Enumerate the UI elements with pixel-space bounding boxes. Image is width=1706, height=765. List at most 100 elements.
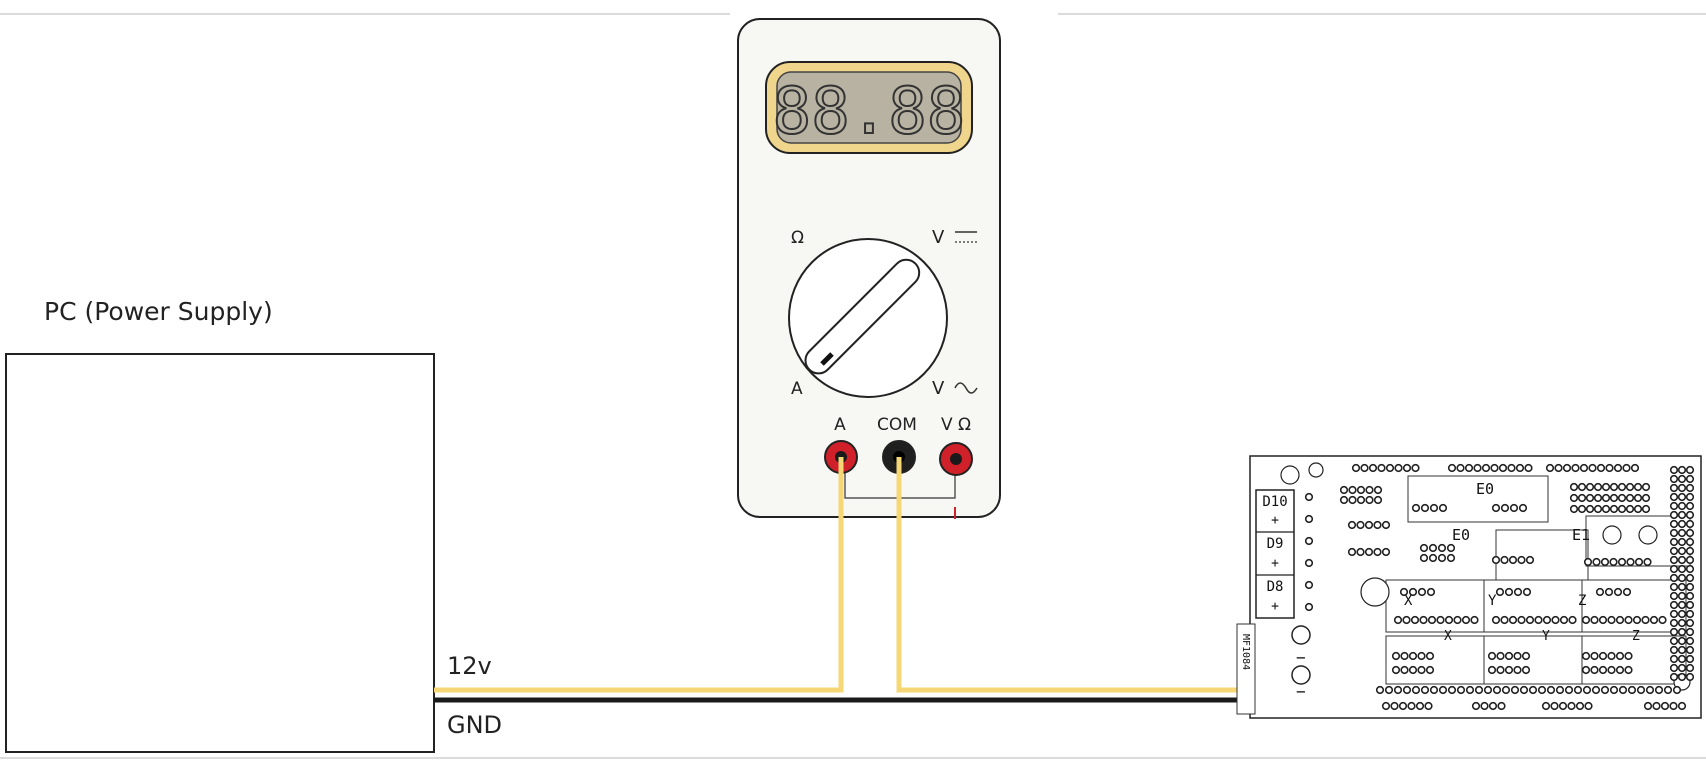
header-pin [1685, 546, 1695, 556]
header-pin [1677, 582, 1687, 592]
header-pin [1407, 701, 1416, 711]
header-pin [1618, 685, 1628, 695]
header-pin [1577, 482, 1587, 492]
dial-label-vac: V [932, 378, 945, 399]
header-pin [1446, 543, 1456, 553]
header-pin [1429, 685, 1439, 695]
header-pin [1385, 463, 1395, 473]
header-pin [1474, 685, 1484, 695]
header-pin [1410, 615, 1420, 625]
header-pin [1504, 665, 1514, 675]
header-pin [1669, 501, 1679, 511]
header-pin [1607, 665, 1616, 675]
header-pin [1447, 463, 1457, 473]
header-pin [1677, 564, 1687, 574]
header-pin [1685, 645, 1695, 655]
header-pin [1373, 485, 1383, 495]
header-pin [1615, 665, 1625, 675]
header-pin [1365, 495, 1374, 505]
header-pin [1677, 483, 1687, 493]
dial-knob[interactable] [800, 254, 924, 378]
header-pin [1373, 520, 1382, 530]
board-label-e1: E1 [1572, 526, 1590, 544]
header-pin [1633, 504, 1643, 514]
header-pin [1658, 615, 1667, 625]
capacitor [1360, 577, 1390, 607]
header-pin [1400, 651, 1409, 661]
header-pin [1415, 701, 1425, 711]
jack-label-vohm: V Ω [941, 415, 971, 435]
header-pin [1453, 615, 1462, 625]
header-pin [1596, 463, 1606, 473]
header-pin [1568, 615, 1577, 625]
jack-vohm[interactable] [939, 442, 973, 476]
header-pin [1304, 536, 1314, 546]
header-pin [1436, 615, 1445, 625]
wire-12v-label: 12v [447, 652, 492, 680]
header-pin [1402, 685, 1412, 695]
power-supply-box [5, 353, 435, 753]
header-pin [1427, 615, 1437, 625]
header-pin [1400, 665, 1409, 675]
header-pin [1569, 493, 1579, 503]
ac-symbol-icon [954, 382, 978, 394]
header-pin [1677, 627, 1687, 637]
board-label-z: Z [1578, 593, 1586, 609]
board-mount-hole-1 [1280, 465, 1300, 485]
board-label-y: Y [1488, 593, 1497, 609]
header-pin [1593, 504, 1603, 514]
header-pin [1626, 557, 1635, 567]
header-pin [1609, 493, 1619, 503]
header-pin [1677, 609, 1687, 619]
header-pin [1585, 493, 1595, 503]
header-pin [1402, 615, 1411, 625]
board-label-fuse: MF1084 [1240, 634, 1251, 670]
header-pin [1625, 504, 1635, 514]
header-pin [1567, 701, 1576, 711]
header-pin [1617, 557, 1627, 567]
header-pin [1411, 463, 1420, 473]
header-pin [1669, 483, 1679, 493]
header-pin [1652, 701, 1661, 711]
header-pin [1592, 557, 1601, 567]
header-pin [1517, 555, 1526, 565]
header-pin [1473, 463, 1482, 473]
header-pin [1428, 543, 1438, 553]
power-terminal-screw-1 [1291, 625, 1311, 645]
header-pin [1500, 555, 1509, 565]
header-pin [1496, 651, 1505, 661]
board-plus-3: + [1271, 599, 1279, 614]
header-pin [1351, 463, 1361, 473]
header-pin [1491, 503, 1501, 513]
power-terminal-screw-2 [1291, 665, 1311, 685]
header-pin [1487, 651, 1497, 661]
header-pin [1677, 701, 1687, 711]
header-pin [1408, 651, 1418, 661]
board-label-d10: D10 [1262, 494, 1287, 510]
header-pin [1598, 615, 1608, 625]
dial-label-ohm: Ω [791, 228, 804, 248]
header-pin [1598, 651, 1608, 661]
header-pin [1304, 514, 1314, 524]
header-pin [1633, 493, 1643, 503]
header-pin [1677, 636, 1687, 646]
header-pin [1579, 463, 1589, 473]
header-pin [1625, 482, 1635, 492]
header-pin [1677, 618, 1687, 628]
header-pin [1492, 685, 1502, 695]
header-pin [1625, 493, 1635, 503]
header-pin [1391, 665, 1401, 675]
jack-a[interactable] [824, 440, 858, 474]
header-pin [1555, 685, 1565, 695]
header-pin [1501, 685, 1511, 695]
header-pin [1669, 465, 1679, 475]
header-pin [1525, 615, 1535, 625]
dial-pointer [820, 352, 834, 366]
header-pin [1622, 463, 1631, 473]
header-pin [1438, 503, 1448, 513]
pin-headers [1304, 463, 1695, 711]
header-pin [1685, 474, 1695, 484]
header-pin [1590, 665, 1599, 675]
header-pin [1677, 465, 1687, 475]
header-pin [1513, 665, 1522, 675]
